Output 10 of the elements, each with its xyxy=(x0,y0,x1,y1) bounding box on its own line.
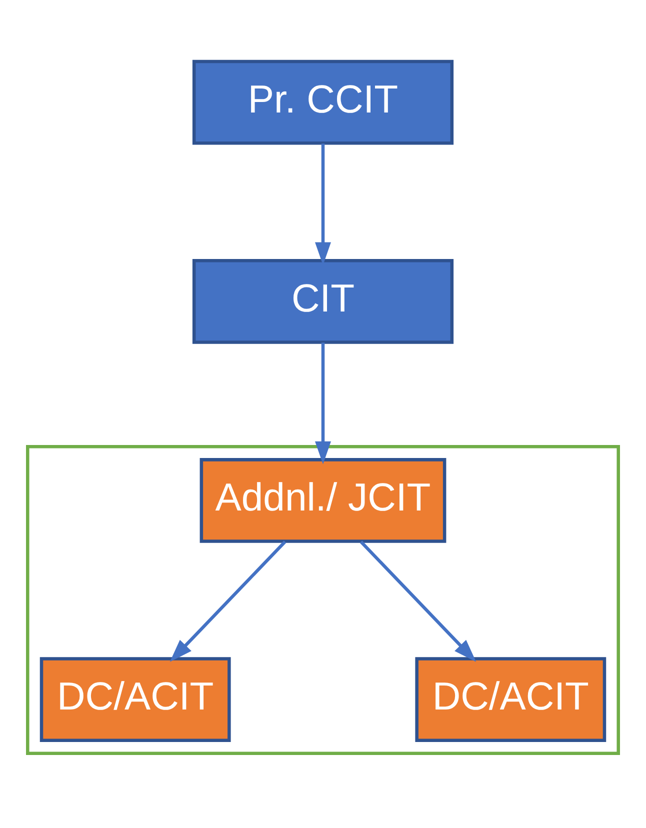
arrow xyxy=(360,540,476,662)
node-box: DC/ACIT xyxy=(40,657,231,742)
cluster xyxy=(26,445,620,756)
node-box: DC/ACIT xyxy=(415,657,606,742)
arrow xyxy=(314,144,332,266)
arrow xyxy=(170,540,286,662)
node-box: Addnl./ JCIT xyxy=(200,458,446,543)
node-box: Pr. CCIT xyxy=(192,60,454,145)
arrow xyxy=(314,342,332,464)
node-box: CIT xyxy=(192,258,454,344)
